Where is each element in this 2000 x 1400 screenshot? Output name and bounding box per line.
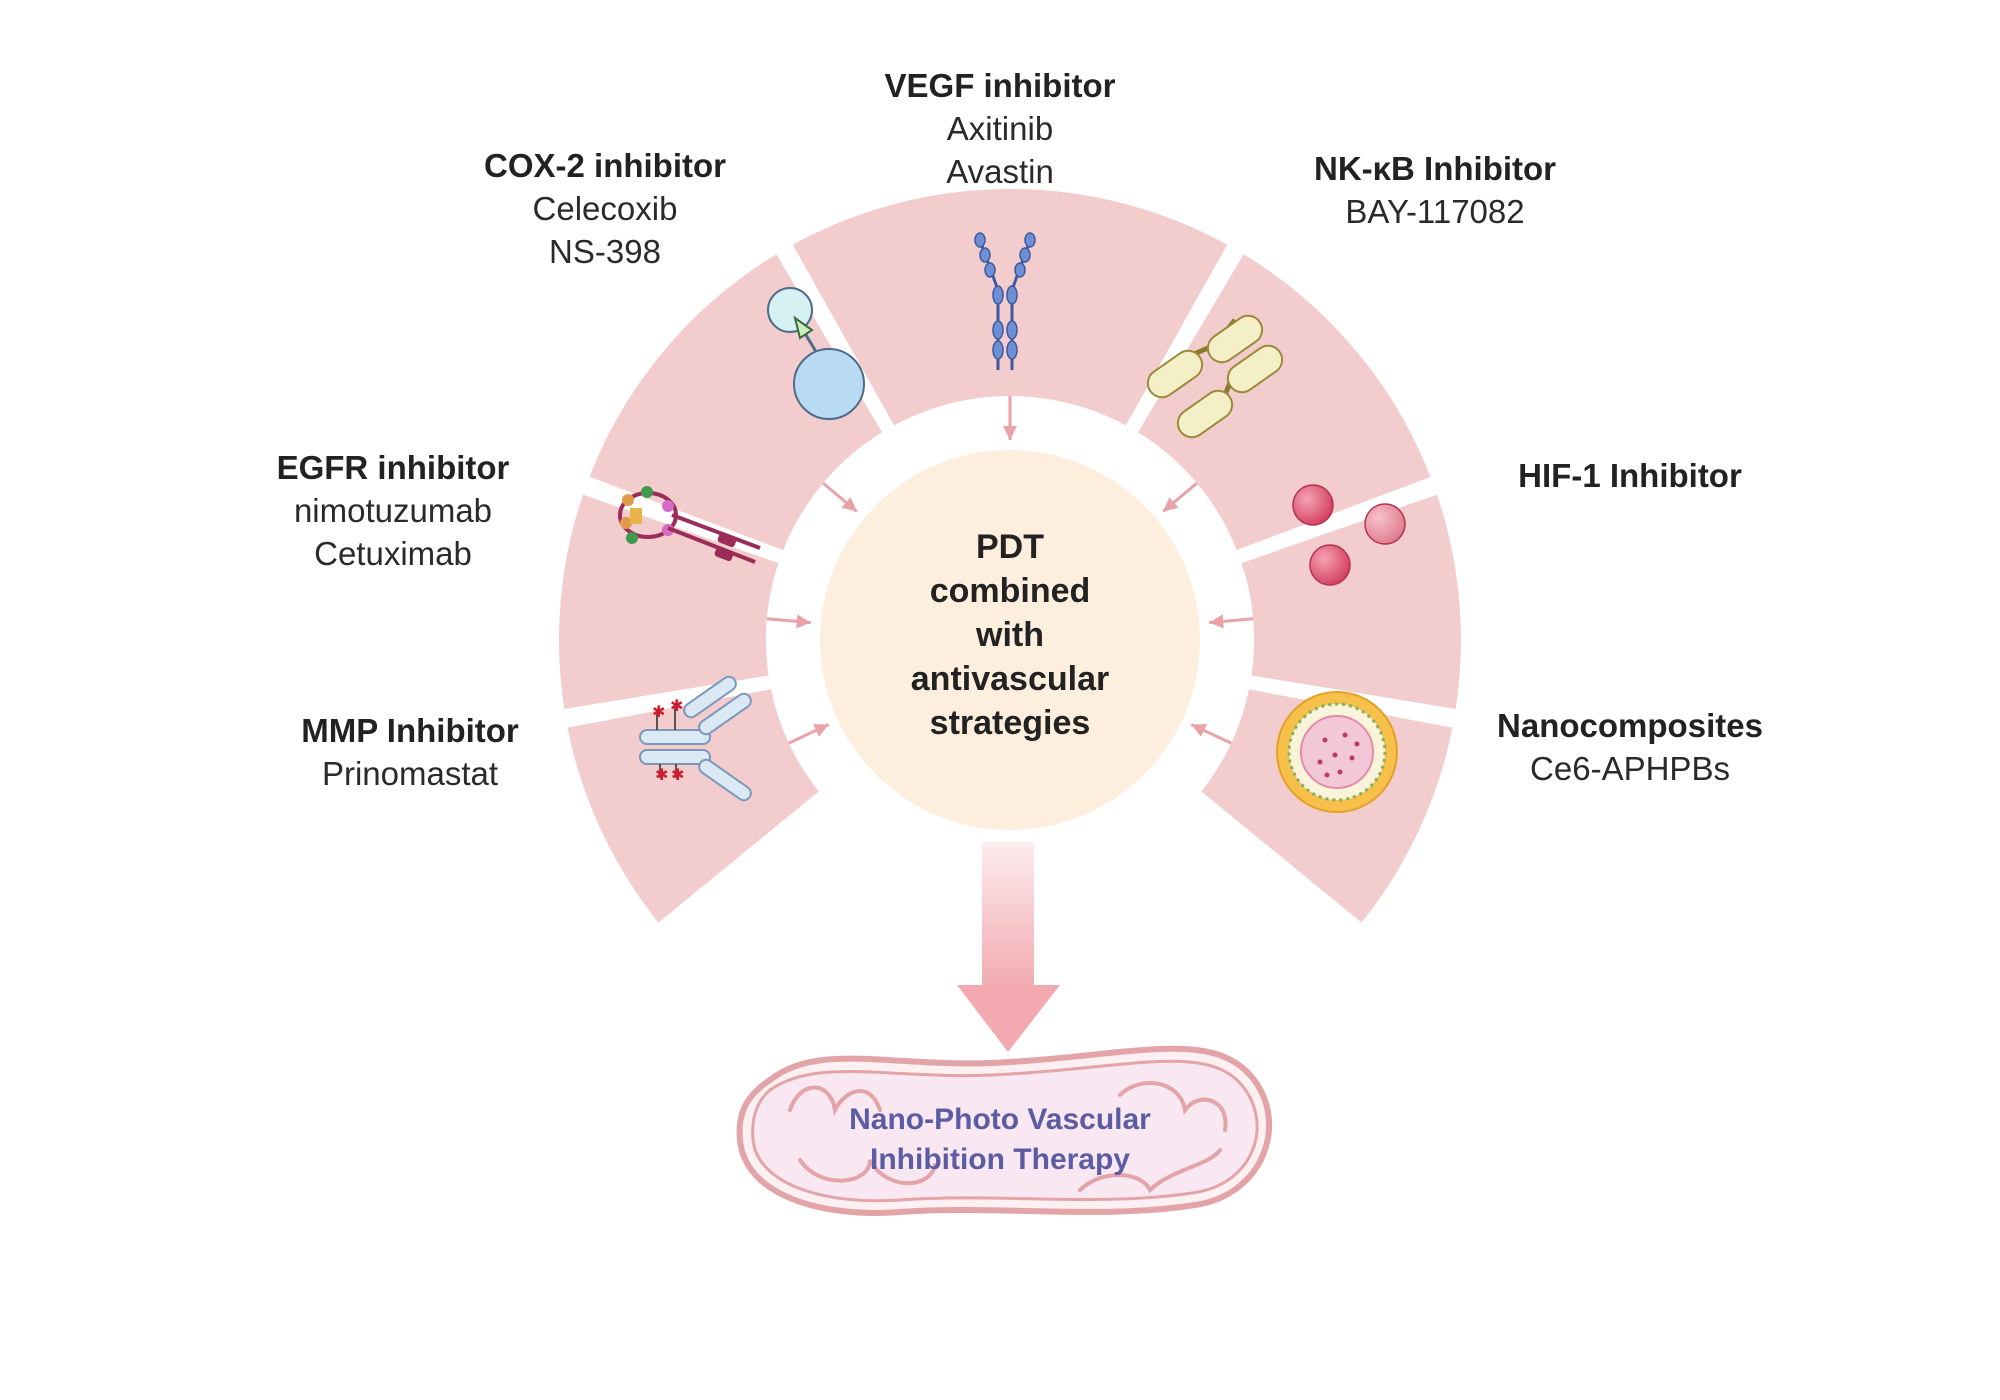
arrow-head-nano: [1191, 724, 1207, 737]
result-line: Nano-Photo Vascular: [849, 1103, 1151, 1136]
arrow-head-nfkb: [1163, 497, 1179, 512]
arrow-head-cox2: [841, 497, 857, 512]
center-circle: [820, 450, 1200, 830]
ring-segments: [551, 181, 1469, 934]
label-nfkb: NK-κB Inhibitor BAY-117082: [1313, 150, 1557, 230]
segment-cox2: [579, 243, 893, 561]
mmp-protein-icon: ✱ ✱ ✱ ✱: [639, 675, 752, 802]
result-line: Inhibition Therapy: [870, 1143, 1130, 1176]
arrow-head-vegf: [1003, 426, 1017, 440]
segment-hif1: [1231, 484, 1469, 719]
cox2-enzyme-icon: [767, 287, 865, 420]
result-label: Nano-Photo Vascular Inhibition Therapy: [780, 1100, 1220, 1180]
arrow-head-mmp: [813, 724, 829, 737]
hif1-spheres-icon: [1292, 484, 1406, 586]
label-egfr: EGFR inhibitor nimotuzumab Cetuximab: [276, 449, 510, 572]
liposome-icon: [1276, 691, 1398, 813]
label-vegf: VEGF inhibitor Axitinib Avastin: [884, 67, 1116, 190]
label-hif1: HIF-1 Inhibitor: [1518, 457, 1742, 494]
center-label: PDT combined with antivascular strategie…: [860, 525, 1160, 745]
segment-egfr: [551, 484, 789, 719]
nfkb-dimer-icon: [1146, 314, 1284, 439]
svg-text:✱: ✱: [670, 698, 683, 715]
vegf-antibody-icon: [974, 232, 1036, 370]
center-line: PDT: [976, 528, 1044, 566]
label-cox2: COX-2 inhibitor Celecoxib NS-398: [484, 147, 726, 270]
center-line: antivascular: [910, 660, 1110, 698]
center-line: strategies: [929, 704, 1091, 742]
label-nanocomposites: Nanocomposites Ce6-APHPBs: [1497, 707, 1763, 787]
egfr-receptor-icon: [618, 486, 761, 564]
segment-nfkb: [1127, 243, 1441, 561]
mitochondrion-icon: [736, 1045, 1273, 1216]
svg-text:✱: ✱: [655, 767, 668, 784]
center-line: combined: [929, 572, 1091, 610]
arrows-to-center: [766, 396, 1254, 745]
svg-text:✱: ✱: [671, 767, 684, 784]
segment-mmp: [558, 679, 830, 934]
center-line: with: [976, 616, 1044, 654]
svg-text:✱: ✱: [652, 704, 665, 721]
label-mmp: MMP Inhibitor Prinomastat: [301, 712, 519, 792]
arrow-head-hif1: [1209, 614, 1224, 629]
down-arrow: [957, 842, 1060, 1052]
segment-vegf: [781, 181, 1239, 437]
arrow-head-egfr: [796, 614, 811, 629]
